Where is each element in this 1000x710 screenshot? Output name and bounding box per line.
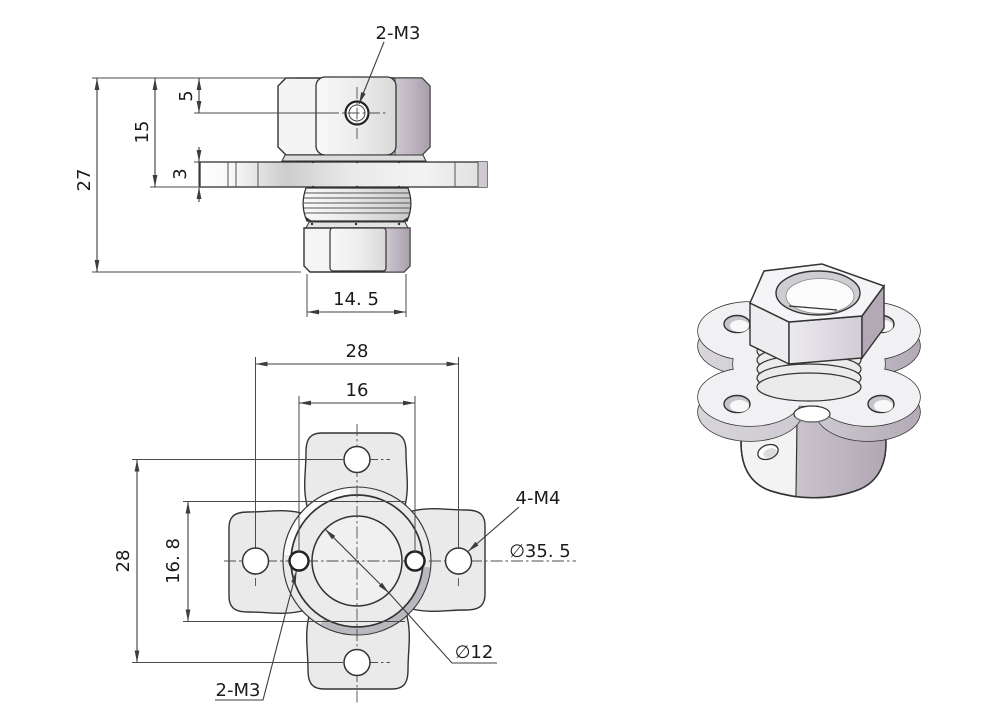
plan-mount-holes: [241, 445, 473, 677]
isometric-view: [697, 263, 921, 499]
dim-flange-thickness: 3: [170, 168, 191, 179]
front-flange: [199, 160, 488, 189]
iso-center-bore: [793, 405, 831, 423]
front-thread-label: 2-M3: [376, 23, 421, 44]
iso-hex-block: [749, 263, 886, 366]
dim-top-to-hole: 5: [176, 90, 197, 101]
dim-thread-pitch: 16: [346, 380, 369, 401]
outer-dia-label: ∅35. 5: [509, 541, 570, 562]
front-view: 27 15 5 3 14. 5 2-M3: [74, 23, 488, 317]
plan-bore-dia-leader: ∅12: [324, 528, 497, 664]
front-bottom-hex-block: [303, 221, 411, 273]
front-dimensions: 27 15 5 3 14. 5 2-M3: [74, 23, 420, 317]
dim-total-height: 27: [74, 169, 95, 192]
front-top-hex-block: [277, 76, 431, 162]
bore-dia-label: ∅12: [455, 642, 494, 663]
dim-waist-height: 16. 8: [163, 538, 184, 584]
plan-labels: 4-M4 ∅35. 5 2-M3: [215, 488, 571, 701]
plan-view: ∅12 28 16 28 16. 8 4-M4 ∅35. 5 2-M3: [113, 341, 576, 703]
plan-thread-label: 2-M3: [216, 680, 261, 701]
dim-block-to-flange: 15: [132, 121, 153, 144]
front-bellows: [302, 187, 412, 222]
dim-hole-pitch-v: 28: [113, 550, 134, 573]
plan-thread-holes: [288, 550, 426, 572]
plan-dimensions: 28 16 28 16. 8: [113, 341, 459, 663]
dim-hole-pitch-h: 28: [346, 341, 369, 362]
dim-hub-width: 14. 5: [333, 289, 379, 310]
mount-hole-label: 4-M4: [516, 488, 561, 509]
